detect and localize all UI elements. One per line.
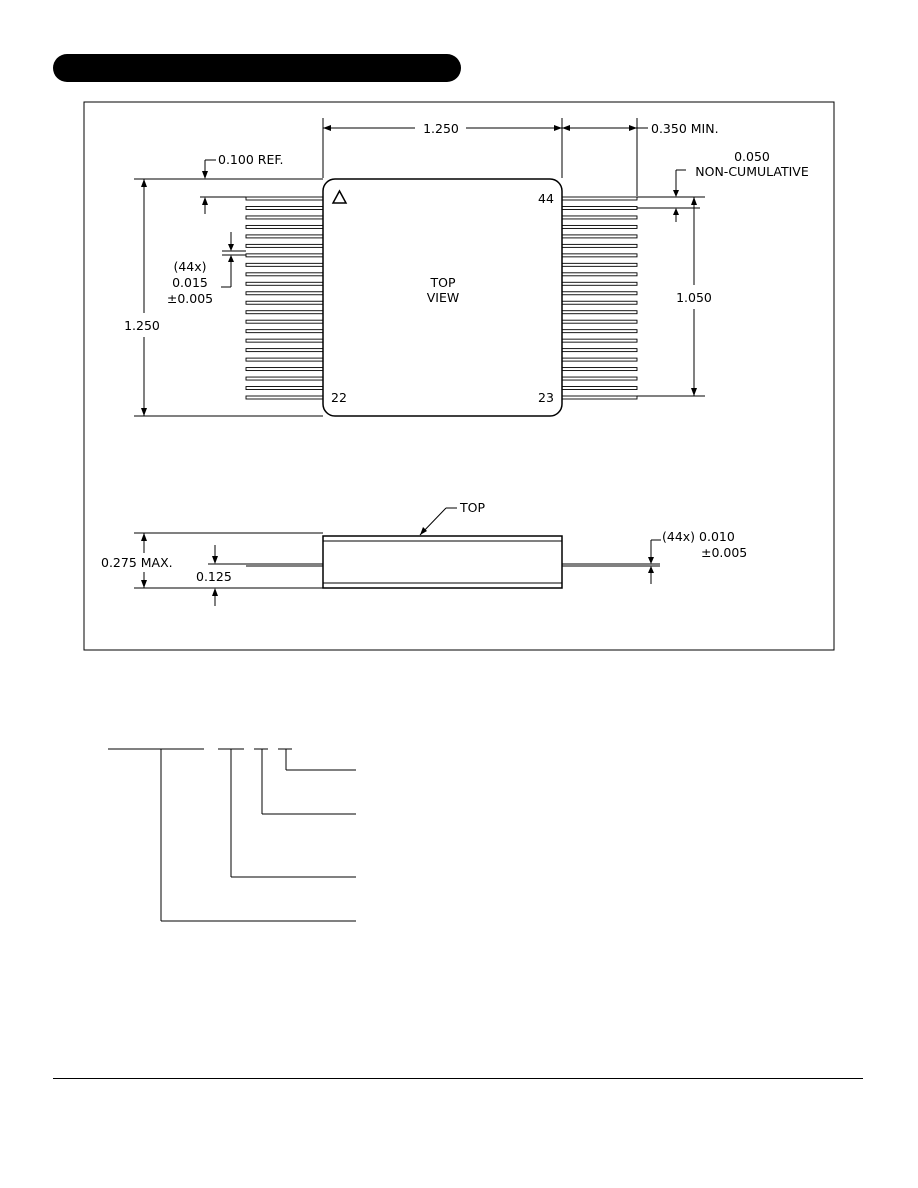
pin-label-22: 22 [331, 390, 347, 405]
left-lead [245, 395, 324, 400]
side-view: TOP 0.275 MAX. 0.125 (44x) 0.010 ±0.005 [101, 500, 747, 606]
right-lead [561, 206, 638, 210]
left-lead [245, 206, 324, 210]
right-lead [561, 357, 638, 362]
top-view-label-line1: TOP [429, 275, 455, 290]
right-leads [561, 196, 638, 400]
right-lead [561, 272, 638, 277]
left-lead [245, 253, 324, 258]
left-lead [245, 338, 324, 343]
right-lead [561, 281, 638, 286]
left-lead [245, 329, 324, 334]
dim-body-width: 1.250 [423, 121, 459, 136]
left-lead [245, 376, 324, 381]
dim-overall-height: 1.250 [124, 318, 160, 333]
pin-label-44: 44 [538, 191, 554, 206]
right-lead [561, 319, 638, 324]
section-header-bar [53, 54, 461, 82]
side-top-label: TOP [459, 500, 485, 515]
left-lead [245, 262, 324, 267]
left-lead [245, 215, 324, 220]
right-lead [561, 234, 638, 239]
right-lead [561, 310, 638, 315]
left-lead [245, 243, 324, 248]
left-lead [245, 272, 324, 277]
dim-pitch-line1: 0.050 [734, 149, 770, 164]
package-body [322, 178, 563, 417]
dim-lead-min: 0.350 MIN. [651, 121, 719, 136]
right-lead [561, 196, 638, 201]
right-lead [561, 386, 638, 390]
left-lead [245, 357, 324, 362]
left-lead [245, 348, 324, 353]
right-lead [561, 376, 638, 381]
dim-lead-thick-line2: ±0.005 [701, 545, 747, 560]
right-lead [561, 243, 638, 248]
dim-lead-height: 0.125 [196, 569, 232, 584]
left-leads [245, 196, 324, 400]
top-view-label-line2: VIEW [427, 290, 460, 305]
right-lead [561, 329, 638, 334]
dim-lead-span: 1.050 [676, 290, 712, 305]
dim-lead-width-line3: ±0.005 [167, 291, 213, 306]
left-lead [245, 291, 324, 296]
left-lead [245, 281, 324, 286]
right-lead [561, 367, 638, 372]
left-lead [245, 234, 324, 239]
left-lead [245, 224, 324, 229]
left-lead [245, 310, 324, 315]
right-lead [561, 348, 638, 353]
top-view: 44 22 23 TOP VIEW 1.250 0.350 MIN. 0.100… [124, 118, 809, 417]
right-lead [561, 300, 638, 305]
right-lead [561, 253, 638, 258]
dim-height-max: 0.275 MAX. [101, 555, 173, 570]
right-lead [561, 291, 638, 296]
dim-lead-width-line2: 0.015 [172, 275, 208, 290]
drawing-frame [83, 101, 835, 651]
dim-pitch-line2: NON-CUMULATIVE [695, 164, 809, 179]
left-lead [245, 300, 324, 305]
right-lead [561, 395, 638, 400]
dim-lead-ref: 0.100 REF. [218, 152, 284, 167]
left-lead [245, 196, 324, 201]
dim-lead-width-line1: (44x) [173, 259, 206, 274]
ordering-info-tree [108, 748, 356, 922]
footer-rule [53, 1078, 863, 1079]
left-lead [245, 386, 324, 390]
right-lead [561, 224, 638, 229]
right-lead [561, 338, 638, 343]
dim-lead-thick-line1: (44x) 0.010 [662, 529, 735, 544]
side-body [322, 535, 563, 589]
right-lead [561, 215, 638, 220]
left-lead [245, 319, 324, 324]
pin1-marker-icon [331, 189, 348, 204]
left-lead [245, 367, 324, 372]
pin-label-23: 23 [538, 390, 554, 405]
right-lead [561, 262, 638, 267]
